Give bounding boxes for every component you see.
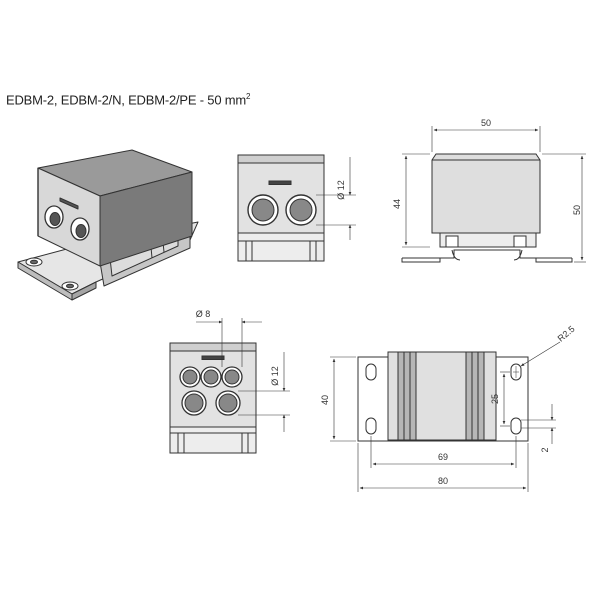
top-slot-left-lower [365, 417, 377, 435]
title-superscript: 2 [246, 92, 251, 101]
side-total-height-label: 50 [572, 205, 582, 215]
front-view-5-hole [169, 318, 290, 454]
top-slot-left-upper [365, 363, 377, 381]
top-hole-spacing-label: 69 [438, 452, 448, 462]
front2-hole-diameter-label: Ø 12 [336, 180, 346, 200]
side-view [401, 126, 586, 263]
side-body-height-label: 44 [392, 199, 402, 209]
front-view-2-hole [237, 154, 356, 262]
side-width-label: 50 [481, 118, 491, 128]
top-slot-width-label: 2 [540, 447, 550, 452]
front5-large-diameter-label: Ø 12 [270, 366, 280, 386]
top-view [330, 341, 561, 492]
front5-small-diameter-label: Ø 8 [196, 309, 211, 319]
side-body [431, 153, 541, 234]
top-radius-label: R2.5 [556, 324, 577, 344]
side-base-plate [401, 249, 573, 263]
front5-label-slot [201, 355, 225, 360]
isometric-view [17, 149, 199, 301]
top-depth-label: 40 [320, 395, 330, 405]
iso-body-side [99, 171, 193, 267]
top-slot-right-lower [510, 417, 522, 435]
title-text: EDBM-2, EDBM-2/N, EDBM-2/PE - 50 mm [6, 92, 247, 108]
page-title: EDBM-2, EDBM-2/N, EDBM-2/PE - 50 mm2 [6, 92, 251, 108]
front2-label-slot [268, 180, 292, 185]
top-slot-spacing-label: 25 [490, 394, 500, 404]
top-length-label: 80 [438, 476, 448, 486]
